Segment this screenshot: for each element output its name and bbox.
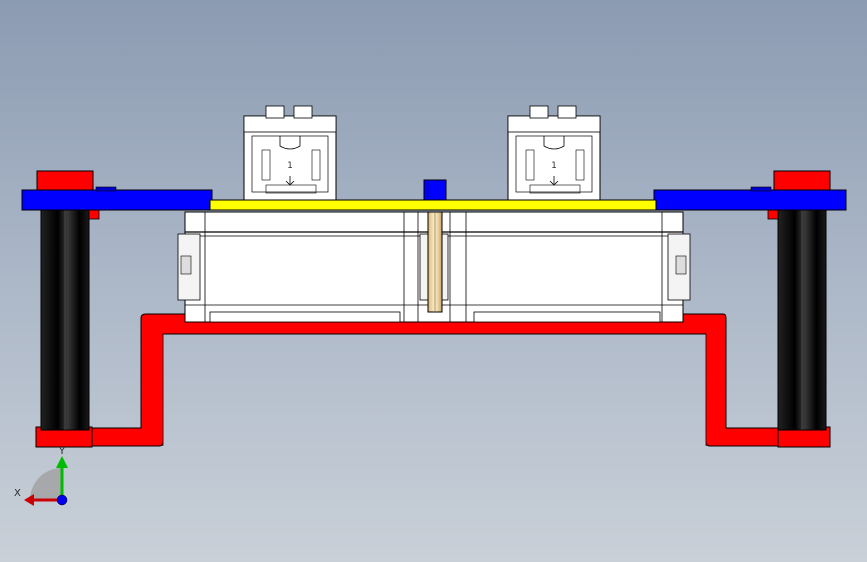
- blue-plate-left[interactable]: [21, 189, 213, 211]
- coordinate-triad: Y X: [14, 446, 68, 506]
- pcb-board[interactable]: [209, 199, 657, 211]
- bottom-frame[interactable]: [37, 313, 829, 447]
- connector-left[interactable]: 1: [243, 105, 337, 201]
- connector-right-label: 1: [551, 161, 557, 171]
- x-axis-label: X: [14, 488, 21, 499]
- y-axis-label: Y: [58, 446, 66, 457]
- connector-left-label: 1: [287, 161, 293, 171]
- standoff-cap-left: [36, 170, 94, 192]
- blue-plate-right[interactable]: [653, 189, 847, 211]
- standoff-cap-right: [773, 170, 831, 192]
- connector-right[interactable]: 1: [507, 105, 601, 201]
- center-knob[interactable]: [423, 179, 447, 201]
